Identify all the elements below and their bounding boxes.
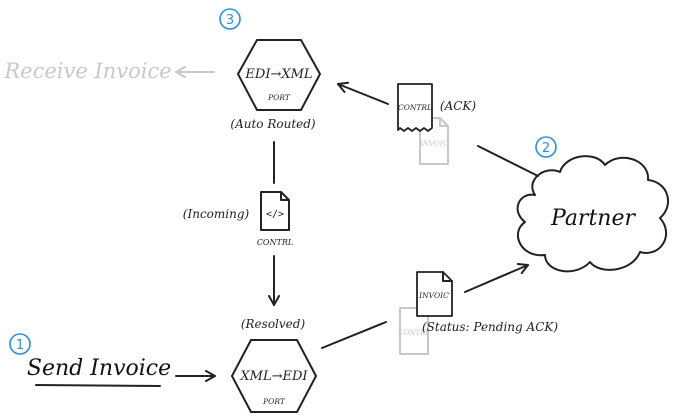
- hexagon-shape: [231, 339, 317, 413]
- to-top-port-arrow: [337, 81, 389, 105]
- resolved-caption: (Resolved): [241, 317, 306, 331]
- receipt-icon: [397, 83, 433, 132]
- step-3-number: 3: [226, 13, 234, 28]
- to-partner-arrow: [464, 262, 529, 293]
- faded-doc-label: CONTRL: [398, 329, 430, 337]
- incoming-doc-label: CONTRL: [257, 238, 293, 247]
- partner-return-connector: [477, 145, 539, 177]
- incoming-caption: (Incoming): [183, 207, 250, 221]
- document-fold: [442, 271, 453, 282]
- port-title: EDI→XML: [244, 67, 312, 82]
- invoic-doc-label: INVOIC: [418, 291, 449, 300]
- bottom-port-connector: [321, 321, 387, 349]
- step-1-badge: 1: [9, 333, 31, 355]
- hexagon-shape: [237, 39, 321, 111]
- document-icon: [416, 271, 453, 317]
- step-1-number: 1: [16, 338, 24, 353]
- contrl-doc-label: CONTRL: [398, 103, 432, 112]
- contrl-ack-document: CONTRL: [397, 83, 433, 132]
- faded-doc-label: INVOIC: [419, 140, 448, 148]
- send-invoice-label[interactable]: Send Invoice: [27, 356, 171, 381]
- port-title: XML→EDI: [239, 369, 308, 384]
- edi-to-xml-port[interactable]: EDI→XML PORT: [237, 39, 321, 111]
- port-subtitle: PORT: [262, 397, 286, 406]
- incoming-contrl-document: </> CONTRL: [257, 191, 293, 247]
- xml-to-edi-port[interactable]: XML→EDI PORT: [231, 339, 317, 413]
- step-3-badge: 3: [219, 8, 241, 30]
- auto-routed-caption: (Auto Routed): [230, 117, 316, 131]
- send-invoice-underline: [35, 384, 161, 387]
- partner-cloud[interactable]: Partner: [516, 155, 670, 273]
- port-subtitle: PORT: [267, 93, 291, 102]
- invoic-document: INVOIC: [416, 271, 453, 317]
- faded-invoic-document: INVOIC: [419, 117, 449, 165]
- code-file-icon: [260, 191, 290, 231]
- ack-caption: (ACK): [440, 99, 476, 113]
- receive-invoice-label[interactable]: Receive Invoice: [3, 59, 171, 83]
- code-glyph: </>: [266, 209, 284, 220]
- step-2-badge: 2: [535, 136, 557, 158]
- partner-label: Partner: [550, 206, 636, 231]
- pending-ack-caption: (Status: Pending ACK): [422, 320, 558, 334]
- cloud-shape: [516, 155, 670, 273]
- step-2-number: 2: [542, 141, 550, 156]
